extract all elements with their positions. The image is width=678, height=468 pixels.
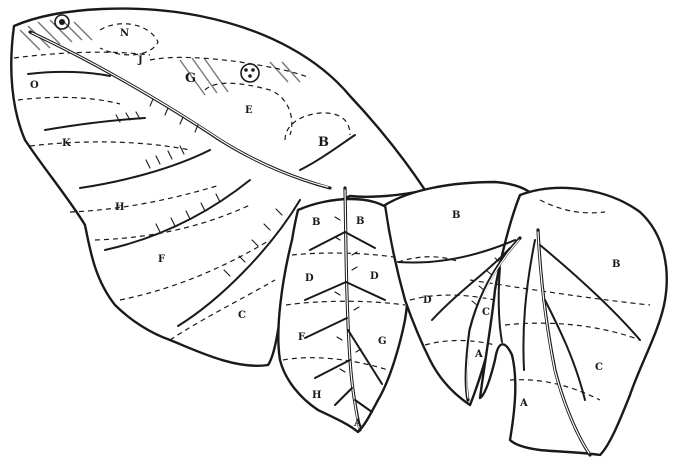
label-A-right-bottom: A <box>519 398 528 409</box>
label-G: G <box>185 71 196 86</box>
label-K: K <box>62 138 71 149</box>
right-leaf-front-outline <box>480 188 667 455</box>
label-C: C <box>238 310 246 321</box>
label-H: H <box>115 202 124 213</box>
label-D-middle-right: D <box>370 271 379 282</box>
label-A-middle: A <box>353 418 362 429</box>
label-C-right-right: C <box>595 362 603 373</box>
label-B-right-left: B <box>452 210 460 221</box>
label-F-middle: F <box>298 332 305 343</box>
label-G-middle: G <box>378 336 387 347</box>
label-C-right-left: C <box>482 307 490 318</box>
label-B-middle-right: B <box>356 216 364 227</box>
label-F: F <box>158 254 165 265</box>
label-A-right-left: A <box>474 349 483 360</box>
label-H-middle: H <box>312 390 321 401</box>
label-B-right-right: B <box>612 259 620 270</box>
label-O: O <box>30 80 39 91</box>
label-B-middle-left: B <box>312 217 320 228</box>
label-J: J <box>137 55 143 66</box>
label-D-right: D <box>423 295 432 306</box>
right-leaf: B B D C C A A <box>385 182 667 455</box>
label-D-middle-left: D <box>305 273 314 284</box>
label-N: N <box>120 28 129 39</box>
label-B-large: B <box>318 135 329 150</box>
label-E: E <box>245 105 253 116</box>
